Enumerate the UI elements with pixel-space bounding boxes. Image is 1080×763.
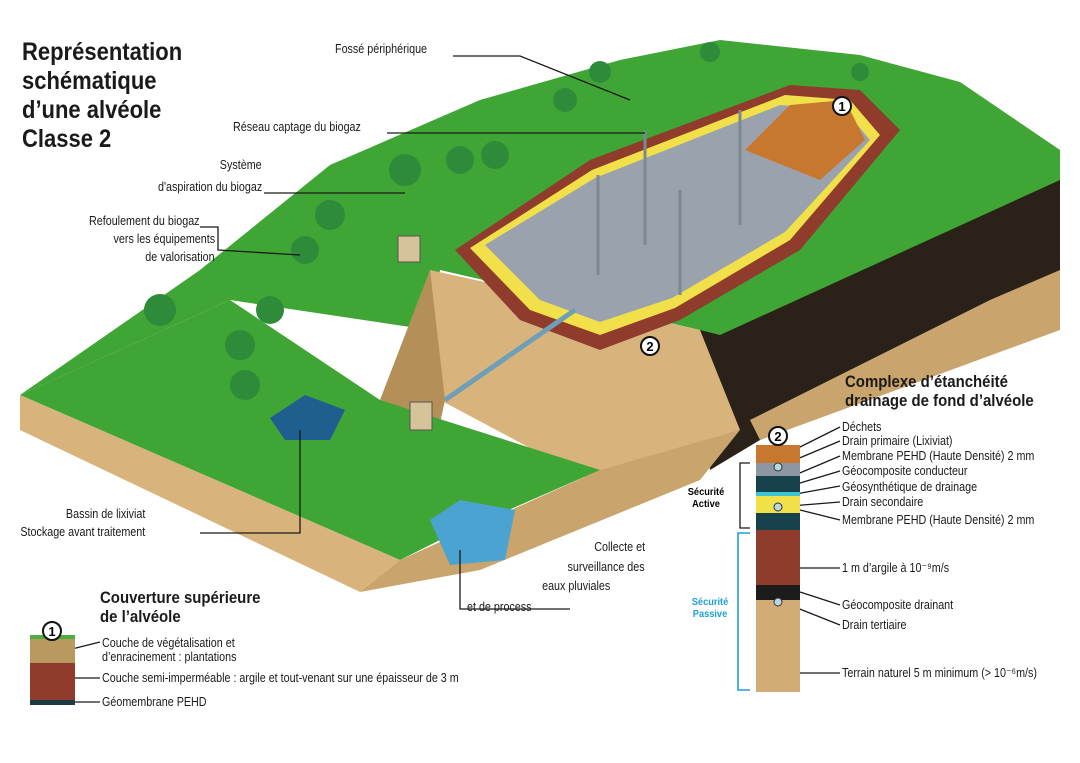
trees xyxy=(144,42,869,400)
liner-title-1: Complexe d’étanchéité xyxy=(845,372,1008,391)
liner-layer: Membrane PEHD (Haute Densité) 2 mm xyxy=(842,449,1035,463)
passive-bracket xyxy=(737,532,750,691)
liner-layer: Géocomposite conducteur xyxy=(842,464,968,478)
side-face-right xyxy=(750,270,1060,440)
label-collecte-4: et de process xyxy=(467,600,532,614)
label-systeme-1: Système xyxy=(220,158,262,172)
cover-title-2: de l’alvéole xyxy=(100,607,181,626)
title-line: Classe 2 xyxy=(22,125,112,153)
marker-1-icon xyxy=(832,96,852,116)
liner-layer: Membrane PEHD (Haute Densité) 2 mm xyxy=(842,513,1035,527)
liner-layer: Géocomposite drainant xyxy=(842,598,954,612)
front-face xyxy=(20,395,400,592)
marker-2-icon xyxy=(640,336,660,356)
label-systeme-2: d'aspiration du biogaz xyxy=(157,180,262,194)
passive-label-2: Passive xyxy=(692,608,728,620)
liner-column xyxy=(756,445,800,692)
active-label-1: Sécurité xyxy=(687,486,725,498)
label-collecte-2: surveillance des xyxy=(567,560,645,574)
pump-house xyxy=(409,401,433,431)
cut-wall-right xyxy=(700,150,1060,470)
aspiration-house xyxy=(397,235,421,263)
active-bracket xyxy=(739,462,750,529)
label-refoulement-3: de valorisation xyxy=(145,250,215,264)
title-line: schématique xyxy=(22,67,157,95)
label-bassin-1: Bassin de lixiviat xyxy=(65,507,145,521)
liner-layer: Drain secondaire xyxy=(842,495,924,509)
liner-layer: Géosynthétique de drainage xyxy=(842,480,978,494)
waste-heap xyxy=(745,100,865,180)
passive-label-1: Sécurité xyxy=(691,596,729,608)
lixiviat-basin-building xyxy=(270,395,345,440)
liner-marker-icon xyxy=(768,426,788,446)
cover-column xyxy=(30,635,75,705)
cover-layer: Couche semi-imperméable : argile et tout… xyxy=(102,671,459,685)
liner-layer: Déchets xyxy=(842,420,882,434)
leader-lines xyxy=(59,55,841,703)
page-title: Représentation schématique d’une alvéole… xyxy=(22,38,182,154)
cover-marker-text: 1 xyxy=(48,624,55,639)
cover-marker-icon xyxy=(42,621,62,641)
label-refoulement-2: vers les équipements xyxy=(113,232,215,246)
cover-layer: Couche de végétalisation et xyxy=(102,636,235,650)
liner-marker-text: 2 xyxy=(774,429,781,444)
liner-layer: 1 m d’argile à 10⁻⁹m/s xyxy=(842,561,950,575)
title-line: Représentation xyxy=(22,38,183,66)
title-line: d’une alvéole xyxy=(22,96,162,124)
cover-layer: d’enracinement : plantations xyxy=(102,650,237,664)
label-bassin-2: Stockage avant traitement xyxy=(20,525,145,539)
label-reseau: Réseau captage du biogaz xyxy=(233,120,361,134)
liner-layer: Terrain naturel 5 m minimum (> 10⁻⁶m/s) xyxy=(842,666,1037,680)
marker-2-text: 2 xyxy=(646,339,653,354)
marker-1-text: 1 xyxy=(838,99,845,114)
liner-layer: Drain tertiaire xyxy=(842,618,907,632)
label-refoulement-1: Refoulement du biogaz xyxy=(89,214,200,228)
rainwater-basin xyxy=(430,500,515,565)
liner-title-2: drainage de fond d’alvéole xyxy=(845,391,1034,410)
leachate-pipe xyxy=(443,307,577,403)
biogas-wells xyxy=(596,110,742,295)
label-collecte-3: eaux pluviales xyxy=(541,579,610,593)
active-label-2: Active xyxy=(692,498,720,510)
label-fosse: Fossé périphérique xyxy=(335,42,428,56)
cover-layer: Géomembrane PEHD xyxy=(102,695,207,709)
liner-layer: Drain primaire (Lixiviat) xyxy=(842,434,953,448)
label-collecte-1: Collecte et xyxy=(594,540,645,554)
cover-title-1: Couverture supérieure xyxy=(100,588,261,607)
